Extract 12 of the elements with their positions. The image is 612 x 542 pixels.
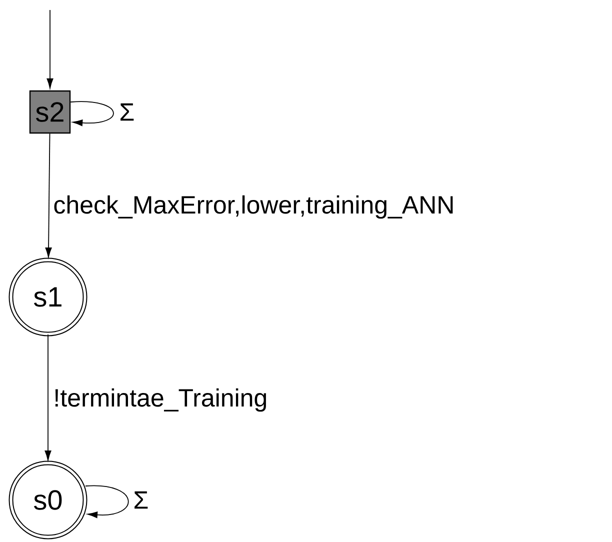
self-loop-arrow xyxy=(70,101,114,126)
edge-label: Σ xyxy=(120,103,134,121)
transition-arrow xyxy=(44,334,52,461)
initial-arrow xyxy=(46,10,54,88)
edge-label: Σ xyxy=(134,491,148,509)
state-box: s2 xyxy=(29,90,71,134)
transition-arrow xyxy=(45,133,52,258)
accepting-state: s0 xyxy=(8,460,88,540)
edge-label: check_MaxError,lower,training_ANN xyxy=(54,195,453,219)
accepting-state: s1 xyxy=(8,258,88,336)
self-loop-arrow xyxy=(85,485,129,518)
edge-label: !termintae_Training xyxy=(55,388,266,412)
